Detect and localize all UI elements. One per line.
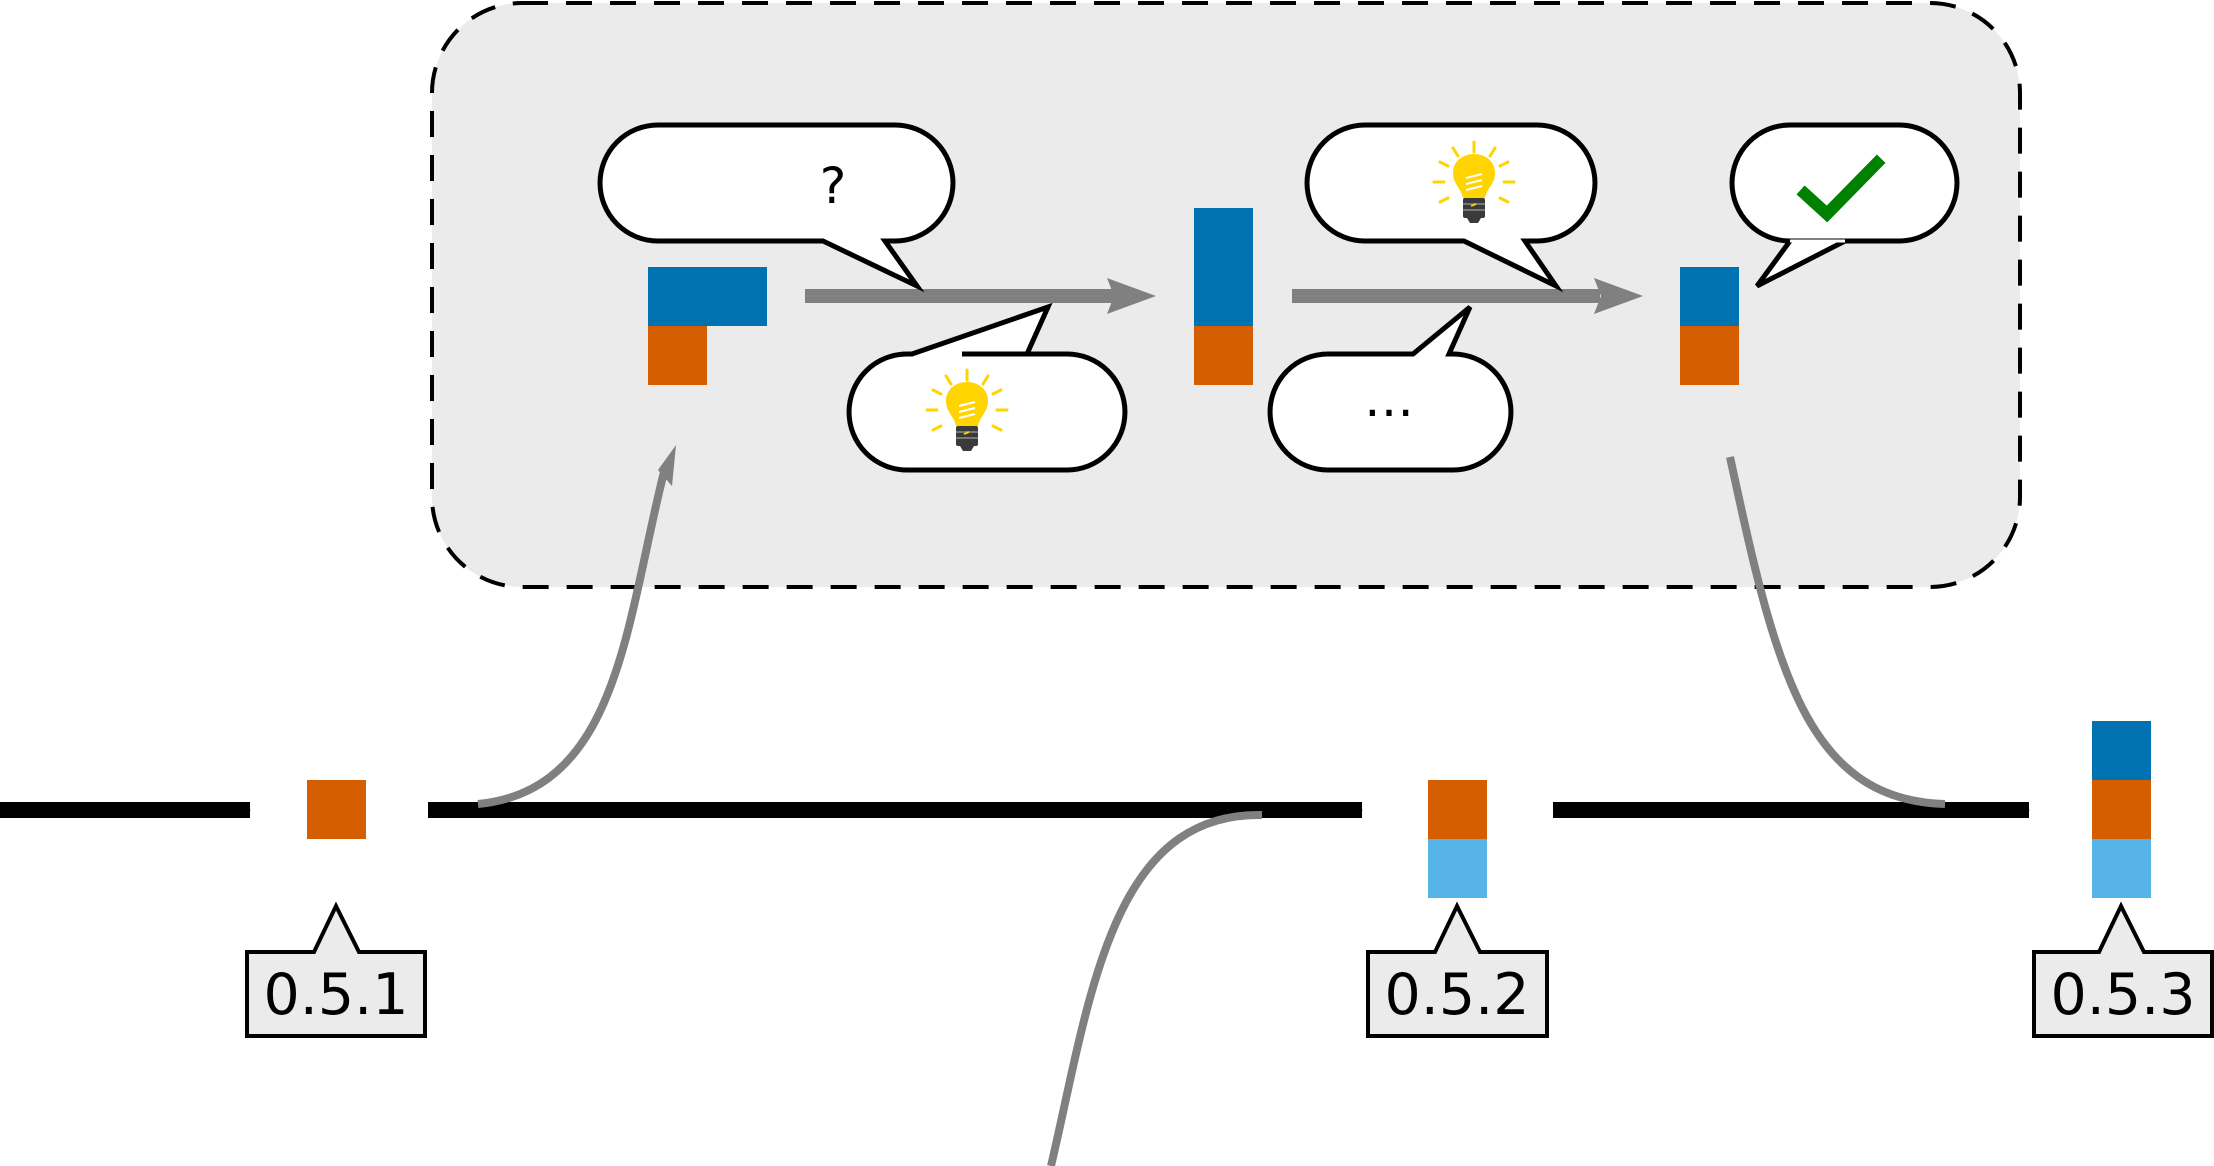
contribution-block	[1428, 839, 1487, 898]
flow-from-review-curve	[1726, 456, 1946, 808]
feature-block	[1680, 267, 1739, 326]
checkmark-icon	[1796, 154, 1886, 223]
speech-bubble-question	[597, 122, 956, 293]
base-block	[2092, 780, 2151, 839]
base-block	[648, 326, 707, 385]
base-block	[1428, 780, 1487, 839]
question-mark-text: ?	[820, 157, 847, 215]
feature-block	[1194, 208, 1253, 326]
feature-block	[648, 267, 767, 326]
version-label: 0.5.1	[263, 962, 408, 1028]
review-state-approved	[1680, 267, 1739, 385]
version-tag-0-5-1	[245, 901, 427, 1038]
base-block	[1194, 326, 1253, 385]
version-label: 0.5.2	[1384, 962, 1529, 1028]
version-0-5-3-state	[2092, 721, 2151, 898]
contribution-block	[2092, 839, 2151, 898]
flow-curves	[477, 456, 1946, 1166]
flow-to-review-arrowhead	[658, 445, 676, 486]
feature-block	[2092, 721, 2151, 780]
version-tag-0-5-3	[2032, 901, 2214, 1038]
base-block	[1680, 326, 1739, 385]
review-state-revised	[1194, 208, 1253, 385]
review-state-initial	[648, 267, 767, 385]
contribution-merge-curve	[1047, 810, 1263, 1166]
version-0-5-2-state	[1428, 780, 1487, 898]
version-tag-0-5-2	[1366, 901, 1549, 1038]
review-step-arrow-2-head	[1594, 278, 1643, 314]
speech-bubble-discussion	[1267, 305, 1514, 473]
speech-bubble-approval	[1729, 122, 1960, 244]
speech-bubbles	[597, 122, 1960, 473]
version-tags	[245, 901, 2214, 1038]
version-label: 0.5.3	[2050, 962, 2195, 1028]
base-block	[307, 780, 366, 839]
flow-to-review-curve	[477, 467, 669, 808]
version-0-5-1-state	[307, 780, 366, 839]
speech-bubble-idea-reply	[846, 302, 1128, 473]
ellipsis-text: …	[1364, 370, 1414, 428]
speech-bubble-approval-tail	[1754, 238, 1847, 289]
review-step-arrow-1-head	[1107, 278, 1156, 314]
speech-bubble-idea	[1304, 122, 1598, 293]
